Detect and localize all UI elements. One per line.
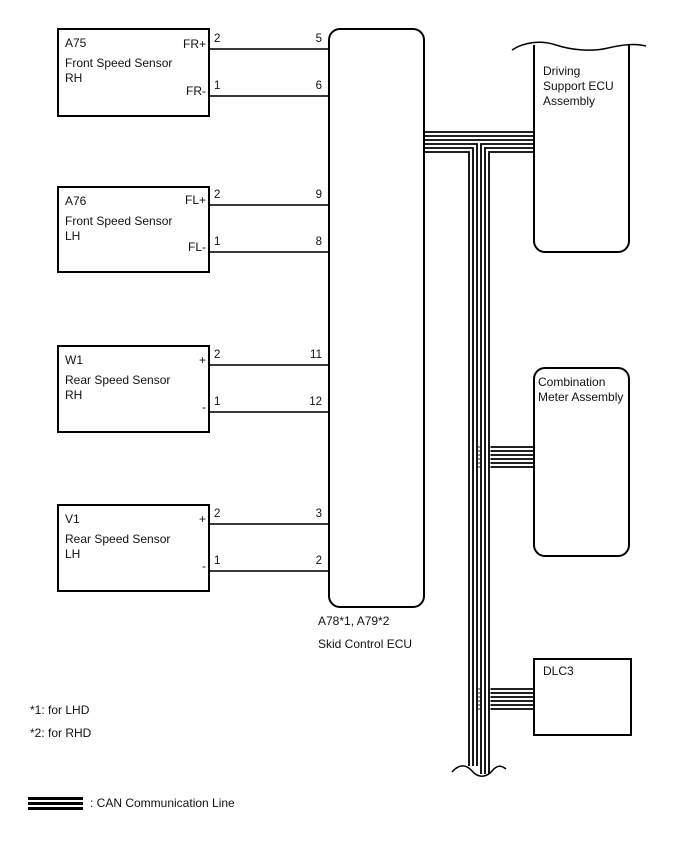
sensor-name-line2: RH <box>65 71 83 85</box>
wire <box>210 95 328 97</box>
sensor-name-line2: LH <box>65 547 81 561</box>
ecu-name: Skid Control ECU <box>318 637 413 651</box>
terminal-label: + <box>198 353 206 367</box>
pin-number-ecu: 5 <box>315 33 322 45</box>
wire <box>210 48 328 50</box>
pin-number-ecu: 8 <box>315 236 322 248</box>
driving-support-label-line2: Support ECU <box>543 79 614 93</box>
sensor-id: A75 <box>65 36 87 50</box>
pin-number-sensor: 1 <box>214 555 221 567</box>
terminal-label: - <box>202 400 206 414</box>
pin-number-sensor: 1 <box>214 236 221 248</box>
sensor-id: A76 <box>65 194 87 208</box>
wire <box>210 251 328 253</box>
note-lhd: *1: for LHD <box>30 703 90 717</box>
pin-number-sensor: 1 <box>214 396 221 408</box>
terminal-label: FL+ <box>184 193 206 207</box>
sensor-name-line1: Front Speed Sensor <box>65 214 173 228</box>
sensor-name-line2: LH <box>65 229 81 243</box>
combination-meter-label-line2: Meter Assembly <box>538 390 624 404</box>
pin-number-ecu: 11 <box>310 349 322 361</box>
legend-label: : CAN Communication Line <box>90 796 235 810</box>
terminal-label: FR- <box>186 84 206 98</box>
wire <box>210 523 328 525</box>
wire <box>210 364 328 366</box>
can-trunk-upper <box>425 131 533 141</box>
sensor-box-a76 <box>57 186 210 273</box>
pin-number-ecu: 2 <box>315 555 322 567</box>
driving-support-ecu-box <box>533 45 630 253</box>
continuation-squiggle <box>451 765 507 777</box>
sensor-name-line1: Front Speed Sensor <box>65 56 173 70</box>
pin-number-sensor: 2 <box>214 189 221 201</box>
pin-number-sensor: 2 <box>214 349 221 361</box>
pin-number-ecu: 12 <box>309 396 322 408</box>
can-trunk-lower-right <box>480 143 533 774</box>
terminal-label: FL- <box>188 240 206 254</box>
can-line-symbol <box>28 797 83 810</box>
terminal-label: - <box>202 559 206 573</box>
sensor-box-v1 <box>57 504 210 592</box>
pin-number-ecu: 3 <box>315 508 322 520</box>
combination-meter-label-line1: Combination <box>538 375 606 389</box>
terminal-label: + <box>198 512 206 526</box>
note-rhd: *2: for RHD <box>30 726 92 740</box>
sensor-id: W1 <box>65 353 83 367</box>
ecu-ref: A78*1, A79*2 <box>318 614 390 628</box>
pin-number-sensor: 1 <box>214 80 221 92</box>
can-branch-dlc3 <box>470 688 533 710</box>
sensor-name-line1: Rear Speed Sensor <box>65 532 171 546</box>
dlc3-box <box>533 658 632 736</box>
driving-support-label-line1: Driving <box>543 64 581 78</box>
sensor-name-line2: RH <box>65 388 83 402</box>
pin-number-ecu: 6 <box>315 80 322 92</box>
wire <box>210 204 328 206</box>
dlc3-label: DLC3 <box>543 664 574 678</box>
driving-support-label-line3: Assembly <box>543 94 596 108</box>
sensor-box-a75 <box>57 28 210 117</box>
pin-number-sensor: 2 <box>214 33 221 45</box>
can-trunk-lower-left <box>425 143 478 766</box>
skid-control-ecu-box <box>328 28 425 608</box>
sensor-name-line1: Rear Speed Sensor <box>65 373 171 387</box>
terminal-label: FR+ <box>182 37 206 51</box>
can-branch-combination-meter <box>470 446 535 468</box>
pin-number-ecu: 9 <box>315 189 322 201</box>
wire <box>210 411 328 413</box>
sensor-box-w1 <box>57 345 210 433</box>
sensor-id: V1 <box>65 512 80 526</box>
pin-number-sensor: 2 <box>214 508 221 520</box>
wire <box>210 570 328 572</box>
